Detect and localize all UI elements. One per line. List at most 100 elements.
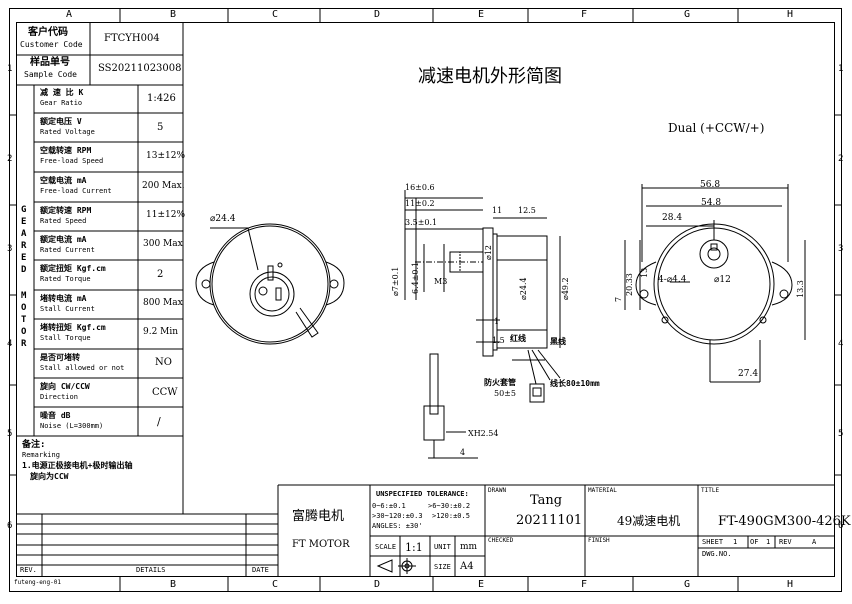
tolerance-line: >6~30:±0.2 [428,502,471,510]
col-label-a: A [66,9,73,20]
dim-label: 6.4±0.1 [411,261,420,294]
dim-label: 28.4 [662,213,683,223]
spec-value: CCW [152,387,178,398]
spec-label-cn: 额定电流 mA [40,235,87,244]
col-label-d-bottom: D [374,579,381,590]
scale-label: SCALE [375,543,397,551]
spec-value: 200 Max. [142,181,185,191]
tolerance-title: UNSPECIFIED TOLERANCE: [376,490,469,498]
spec-value: 2 [157,269,164,280]
dim-label: 7 [614,296,623,302]
row-label-1-right: 1 [838,64,844,74]
spec-label-cn: 堵转扭矩 Kgf.cm [40,323,106,332]
spec-label-en: Free-load Current [40,187,112,195]
row-label-2-right: 2 [838,154,844,164]
spec-label-cn: 额定电压 V [40,117,82,126]
customer-code-label-en: Customer Code [20,40,83,49]
size-value: A4 [460,561,474,572]
date-column-header: DATE [252,566,269,574]
revision-table-lines [16,485,279,576]
tolerance-line: ANGLES: ±30' [372,522,423,530]
company-name-cn: 富腾电机 [292,509,345,524]
dim-label: ⌀49.2 [561,277,570,300]
spec-label-cn: 额定转速 RPM [40,206,92,215]
dim-label: 56.8 [700,180,721,190]
drawn-date: 20211101 [516,513,583,528]
dim-label: ⌀24.4 [519,277,528,300]
spec-value: 800 Max [143,298,183,308]
row-label-6-right: 6 [838,521,844,531]
spec-label-en: Rated Voltage [40,128,95,136]
grid-ticks [9,8,842,591]
gear-motor-letter: T [21,315,27,325]
row-label-4: 4 [7,339,13,349]
row-label-3: 3 [7,244,13,254]
dwg-no-label: DWG.NO. [702,550,732,558]
col-label-c-bottom: C [272,579,279,590]
gear-motor-letter: R [21,339,27,349]
row-label-4-right: 4 [838,339,844,349]
gear-motor-letter: R [21,241,27,251]
gear-motor-letter: A [21,229,27,239]
checked-label: CHECKED [488,537,514,544]
row-label-2: 2 [7,154,13,164]
customer-code-label-cn: 客户代码 [28,27,68,38]
dim-label: ⌀12 [714,275,731,285]
spec-label-en: Gear Ratio [40,99,83,107]
row-label-6: 6 [7,521,13,531]
spec-label-en: Rated Torque [40,275,91,283]
spec-label-cn: 是否可堵转 [40,353,80,362]
dim-label: ⌀7±0.1 [391,266,400,296]
remarks-title-cn: 备注: [22,440,46,450]
col-label-g: G [684,9,691,20]
inner-frame [16,22,835,577]
dim-label: ⌀12 [484,245,493,260]
spec-value: 300 Max [143,239,183,249]
spec-label-cn: 空载转速 RPM [40,146,92,155]
dim-label: 4 [460,448,466,457]
spec-label-en: Stall allowed or not [40,364,125,372]
col-label-g-bottom: G [684,579,691,590]
spec-label-en: Rated Current [40,246,95,254]
row-label-1: 1 [7,64,13,74]
col-label-h: H [787,9,794,20]
unit-label: UNIT [434,543,451,551]
dim-label: 1.5 [492,336,505,345]
details-column-header: DETAILS [136,566,166,574]
dim-label: 11±0.2 [405,199,435,208]
gear-motor-letter: O [21,327,27,337]
row-label-3-right: 3 [838,244,844,254]
gear-motor-letter: E [21,253,27,263]
rev-value: A [812,538,817,546]
col-label-h-bottom: H [787,579,794,590]
unit-value: mm [460,542,478,552]
drawn-label: DRAWN [488,487,507,494]
finish-label: FINISH [588,537,610,544]
col-label-b-bottom: B [170,579,177,590]
spec-label-cn: 堵转电流 mA [40,294,87,303]
spec-label-en: Direction [40,393,78,401]
remarks-line-2: 旋向为CCW [30,472,69,481]
dim-label: 13.3 [796,280,805,298]
tolerance-line: 0~6:±0.1 [372,502,406,510]
company-name-en: FT MOTOR [292,539,350,550]
col-label-e-bottom: E [478,579,485,590]
spec-value: / [157,415,161,428]
dim-label: 12.5 [518,206,536,215]
title-label: TITLE [701,487,720,494]
sample-code-value: SS20211023008 [98,63,182,74]
sample-code-label-en: Sample Code [24,70,77,79]
spec-label-cn: 额定扭矩 Kgf.cm [40,264,106,273]
connector-label: XH2.54 [468,429,499,438]
spec-label-cn: 噪音 dB [40,411,71,420]
dim-label: 54.8 [701,198,722,208]
spec-label-en: Stall Torque [40,334,91,342]
front-view [195,223,345,345]
size-label: SIZE [434,563,451,571]
of-label: OF [750,538,759,546]
lead-length: 线长80±10mm [550,379,600,388]
spec-value: 1:426 [147,93,176,104]
dual-label: Dual (+CCW/+) [668,121,765,135]
material-value: 49减速电机 [617,514,681,528]
